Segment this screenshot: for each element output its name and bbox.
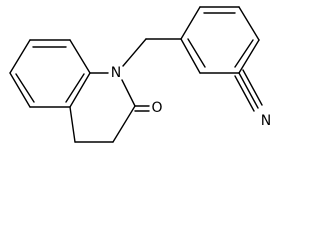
nitrile-nitrogen-label: N [261, 113, 271, 129]
bond [180, 38, 201, 74]
bond [234, 75, 255, 112]
nitrile-group [234, 69, 263, 112]
lactam-ring [69, 72, 136, 143]
benzonitrile-ring [180, 6, 260, 74]
benzo-ring [9, 39, 91, 108]
bond [112, 105, 136, 143]
bond [234, 39, 254, 68]
bond [69, 39, 91, 74]
carbonyl-oxygen-label: O [151, 100, 162, 116]
bond [9, 39, 31, 74]
bond [9, 72, 31, 108]
bond [65, 73, 85, 103]
bond [238, 39, 260, 74]
carbonyl-group [134, 105, 150, 112]
bond [238, 6, 260, 41]
bond [187, 38, 206, 68]
bond [242, 69, 263, 106]
bond [69, 72, 91, 108]
bond [180, 6, 201, 40]
bond [238, 72, 259, 109]
bond [15, 73, 35, 103]
chemical-structure-diagram: N O N [9, 6, 271, 143]
methylene-bond [122, 38, 147, 67]
ring-nitrogen-label: N [111, 65, 121, 81]
bond [69, 106, 76, 143]
bond [121, 79, 136, 107]
